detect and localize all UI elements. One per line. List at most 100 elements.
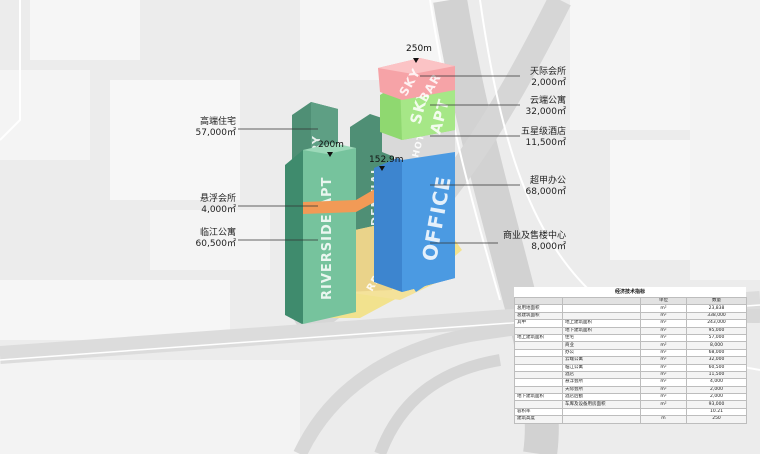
table-cell: 4,000 bbox=[686, 378, 747, 387]
table-cell: m² bbox=[640, 326, 687, 335]
table-cell: 商业 bbox=[562, 341, 641, 350]
height-low: 152.9m bbox=[369, 155, 404, 165]
height-marker bbox=[327, 152, 333, 157]
callout-sky-club: 天际会所 2,000㎡ bbox=[500, 67, 566, 89]
map-block bbox=[110, 80, 240, 200]
table-cell: m² bbox=[640, 400, 687, 409]
table-cell bbox=[514, 385, 563, 395]
callout-name: 悬浮会所 bbox=[199, 194, 236, 204]
table-cell bbox=[562, 415, 641, 424]
table-cell: 天际会所 bbox=[562, 385, 641, 395]
table-header-cell: 数量 bbox=[686, 296, 747, 306]
table-cell: 93,000 bbox=[686, 400, 747, 409]
table-cell: 8,000 bbox=[686, 341, 747, 350]
table-cell: 住宅 bbox=[562, 333, 641, 343]
callout-value: 4,000㎡ bbox=[201, 205, 236, 215]
table-cell: 2,000 bbox=[686, 393, 747, 402]
table-cell bbox=[514, 356, 563, 365]
map-road-line bbox=[0, 0, 21, 141]
height-marker bbox=[413, 58, 419, 63]
table-cell: 243,000 bbox=[686, 319, 747, 328]
table-cell: m² bbox=[640, 304, 687, 313]
map-road bbox=[374, 354, 501, 454]
callout-value: 32,000㎡ bbox=[525, 107, 567, 117]
table-cell: m² bbox=[640, 370, 687, 380]
table-cell bbox=[514, 326, 563, 335]
table-cell: 23,838 bbox=[686, 304, 747, 313]
table-cell: 68,000 bbox=[686, 348, 747, 358]
table-cell: m² bbox=[640, 348, 687, 358]
table-cell: m² bbox=[640, 319, 687, 328]
table-cell: 云端公寓 bbox=[562, 356, 641, 365]
callout-office: 超甲办公 68,000㎡ bbox=[500, 176, 567, 198]
callout-name: 云端公寓 bbox=[529, 96, 566, 106]
table-header-cell: 单位 bbox=[640, 296, 687, 306]
table-cell: 酒店后勤 bbox=[562, 393, 641, 402]
table-title: 经济技术指标 bbox=[614, 289, 645, 295]
table-cell: 32,000 bbox=[686, 356, 747, 365]
table-header-row: 单位 数量 bbox=[514, 296, 747, 306]
callout-sky-apt: 云端公寓 32,000㎡ bbox=[500, 96, 567, 118]
map-block bbox=[0, 70, 90, 160]
table-cell bbox=[514, 370, 563, 380]
table-cell: 酒店 bbox=[562, 370, 641, 380]
table-cell: 95,000 bbox=[686, 326, 747, 335]
callout-value: 2,000㎡ bbox=[531, 78, 566, 88]
height-marker bbox=[379, 166, 385, 171]
map-block bbox=[0, 360, 300, 454]
table-cell: 11,500 bbox=[686, 370, 747, 380]
callout-name: 临江公寓 bbox=[199, 228, 236, 238]
table-cell: 车库及设备用房面积 bbox=[562, 400, 641, 409]
table-cell: m² bbox=[640, 311, 687, 321]
table-cell: m² bbox=[640, 333, 687, 343]
callout-value: 68,000㎡ bbox=[525, 187, 567, 197]
table-header-cell bbox=[562, 296, 641, 306]
table-cell: 总建筑面积 bbox=[514, 311, 563, 321]
map-block bbox=[690, 0, 760, 280]
table-cell: 容积率 bbox=[514, 407, 563, 417]
callout-value: 57,000㎡ bbox=[195, 128, 237, 138]
table-cell bbox=[562, 304, 641, 313]
office-tower bbox=[402, 150, 455, 292]
callout-luxury-residential: 高端住宅 57,000㎡ bbox=[170, 117, 237, 139]
callout-hotel: 五星级酒店 11,500㎡ bbox=[500, 127, 566, 149]
table-cell: 其中 bbox=[514, 319, 563, 328]
table-cell: 60,500 bbox=[686, 363, 747, 372]
table-cell: m² bbox=[640, 393, 687, 402]
riverside-apt-label: APT bbox=[320, 177, 335, 208]
callout-value: 60,500㎡ bbox=[195, 239, 237, 249]
table-cell bbox=[562, 407, 641, 417]
height-mid: 200m bbox=[318, 140, 344, 150]
table-cell: 临江公寓 bbox=[562, 363, 641, 372]
table-header-cell bbox=[514, 296, 563, 306]
callout-name: 高端住宅 bbox=[199, 117, 236, 127]
table-cell: 建筑高度 bbox=[514, 415, 563, 424]
table-cell: 地上建筑面积 bbox=[562, 319, 641, 328]
table-cell bbox=[562, 311, 641, 321]
table-cell bbox=[514, 341, 563, 350]
sky-bar-roof bbox=[378, 58, 455, 74]
callout-retail: 商业及售楼中心 8,000㎡ bbox=[480, 231, 566, 253]
riverside-label: RIVERSIDE bbox=[320, 213, 335, 300]
table-cell bbox=[514, 400, 563, 409]
table-cell bbox=[514, 348, 563, 358]
table-cell: 地下建筑面积 bbox=[562, 326, 641, 335]
